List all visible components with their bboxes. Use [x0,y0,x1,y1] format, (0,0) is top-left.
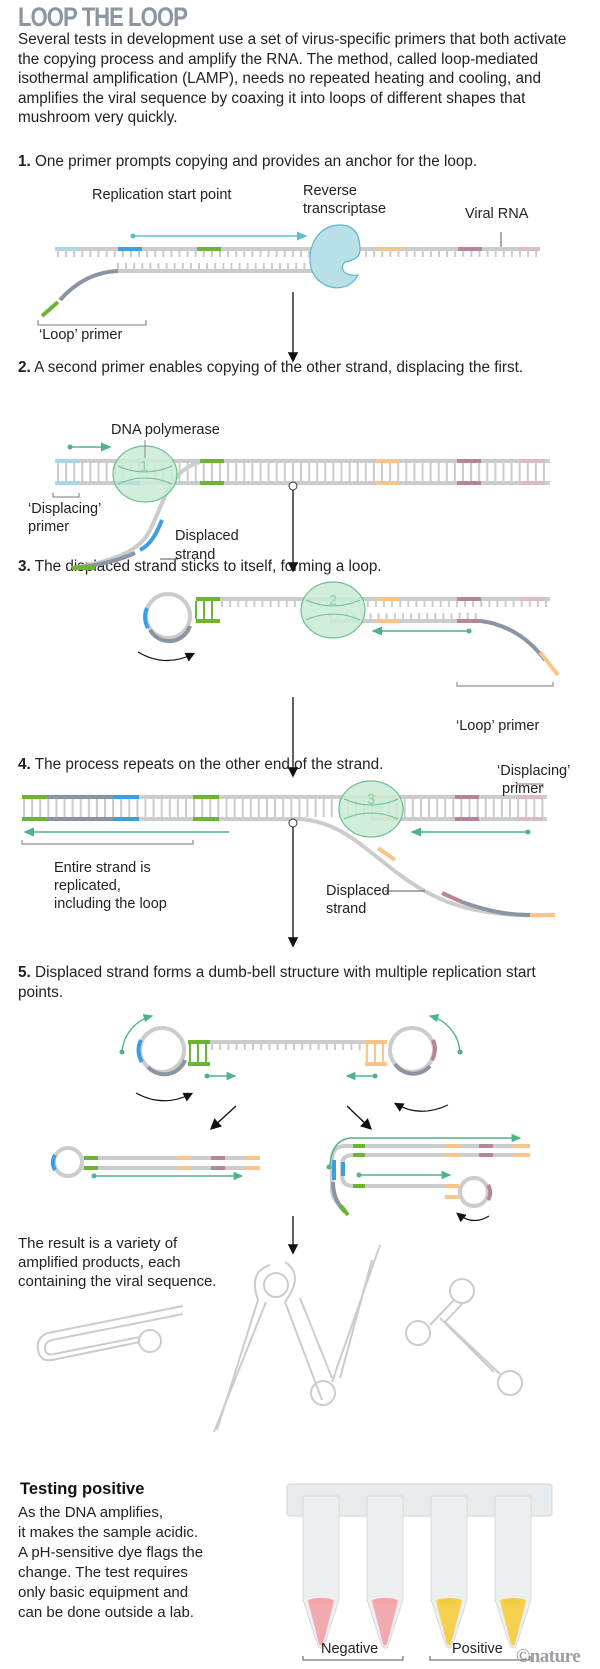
intro-paragraph: Several tests in development use a set o… [18,31,567,126]
label-positive: Positive [452,1641,503,1657]
label-loop-primer: ‘Loop’ primer [39,327,123,343]
test-tubes [286,1483,553,1661]
step-5-diagram [50,1014,530,1255]
testing-line: As the DNA amplifies, [18,1504,164,1521]
testing-line: only basic equipment and [18,1584,189,1601]
step-3-diagram [137,581,560,778]
enzyme-number-3: 3 [367,792,376,808]
amplified-products [36,1244,523,1433]
step-2-diagram [52,440,550,573]
page-title: LOOP THE LOOP [18,2,188,32]
negative-sample [372,1601,398,1646]
positive-sample [500,1601,526,1646]
label-dna-polymerase: DNA polymerase [111,422,220,438]
enzyme-number-2: 2 [329,593,338,609]
label-reverse-1: Reverse [303,183,357,199]
step-text: One primer prompts copying and provides … [30,153,478,170]
label-displacing-4-2: primer [502,781,544,797]
step-number: 4. [18,756,31,773]
label-loop-primer-3: ‘Loop’ primer [456,718,540,734]
label-negative: Negative [321,1641,379,1657]
label-viral-rna: Viral RNA [465,206,529,222]
nature-credit: ©nature [516,1646,581,1667]
testing-body: As the DNA amplifies, it makes the sampl… [18,1503,203,1623]
step-text: A second primer enables copying of the o… [30,359,524,376]
reverse-transcriptase-icon [309,224,361,289]
negative-sample [308,1601,334,1646]
result-text-2: amplified products, each [18,1254,181,1271]
label-entire-2: replicated, [54,878,121,894]
label-displaced-4-2: strand [326,901,367,917]
label-displaced-2: strand [175,547,216,563]
step-1-heading: 1. One primer prompts copying and provid… [18,152,477,172]
label-entire-1: Entire strand is [54,860,151,876]
dna-polymerase-icon [300,581,366,639]
step-1-diagram [37,224,540,363]
result-text-3: containing the viral sequence. [18,1273,217,1290]
label-reverse-2: transcriptase [303,201,387,217]
step-number: 2. [18,359,31,376]
step-4-diagram [21,780,556,948]
label-displaced-4-1: Displaced [326,883,390,899]
step-text: Displaced strand forms a dumb-bell struc… [18,964,536,1001]
label-displacing-2: primer [28,519,70,535]
testing-line: can be done outside a lab. [18,1604,194,1621]
result-text-1: The result is a variety of [18,1235,178,1252]
dna-backbone-bottom [115,269,325,273]
viral-rna-strand [355,247,540,251]
step-number: 5. [18,964,31,981]
label-displacing-1: ‘Displacing’ [28,501,102,517]
label-replication-start: Replication start point [92,187,232,203]
positive-sample [436,1601,462,1646]
step-5-heading: 5. Displaced strand forms a dumb-bell st… [18,963,558,1003]
dna-polymerase-icon [338,780,404,838]
label-entire-3: including the loop [54,896,167,912]
testing-heading: Testing positive [20,1480,145,1498]
testing-line: change. The test requires [18,1564,188,1581]
label-displaced-1: Displaced [175,528,239,544]
dna-backbone-top [55,247,320,251]
loop-primer-strand [58,269,119,302]
step-number: 1. [18,153,31,170]
testing-line: it makes the sample acidic. [18,1524,199,1541]
testing-line: A pH-sensitive dye flags the [18,1544,204,1561]
step-2-heading: 2. A second primer enables copying of th… [18,358,523,378]
step-number: 3. [18,558,31,575]
label-displacing-4-1: ‘Displacing’ [497,763,571,779]
enzyme-number-1: 1 [140,459,149,475]
